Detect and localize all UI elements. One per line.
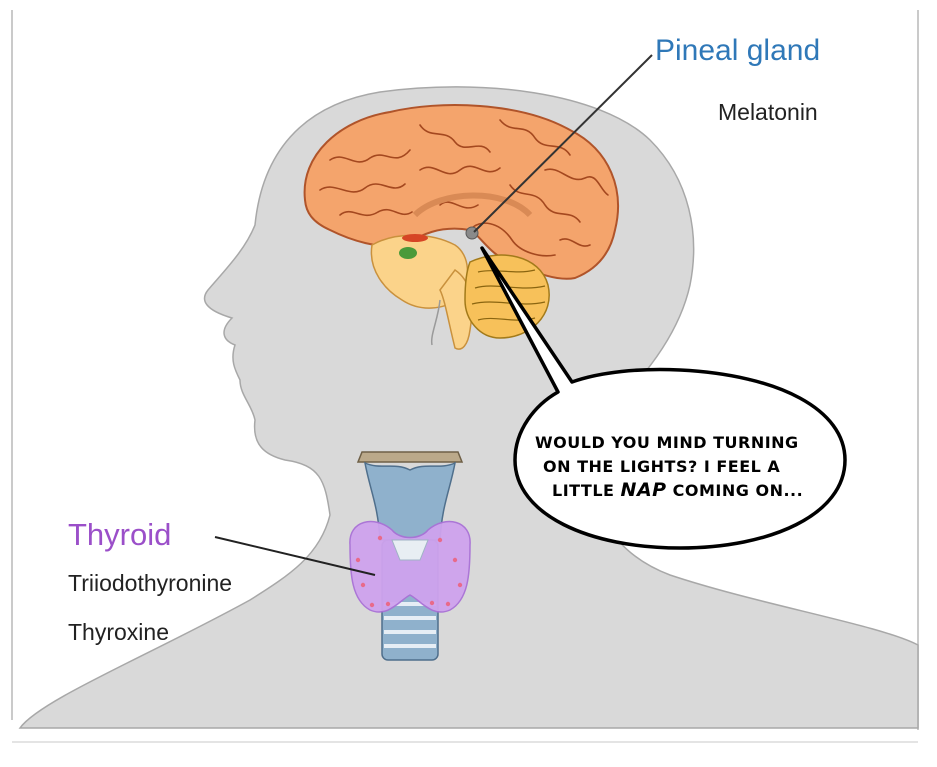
thyroid-hormone-1: Triiodothyronine [68,570,232,596]
hypothalamus [402,234,428,242]
bubble-line-1: WOULD YOU MIND TURNING [535,433,799,452]
bubble-line-3-start: LITTLE [552,481,621,500]
thyroid-hormone-2: Thyroxine [68,619,169,645]
bubble-line-2: ON THE LIGHTS? I FEEL A [543,457,780,476]
pituitary [399,247,417,259]
pineal-title: Pineal gland [655,34,820,67]
pineal-hormone: Melatonin [718,99,818,125]
bubble-line-3-end: COMING ON... [667,481,804,500]
bubble-line-3: LITTLE NAP COMING ON... [552,479,803,501]
bubble-nap-emphasis: NAP [621,479,667,501]
thyroid-title: Thyroid [68,517,171,552]
hyoid-cartilage [358,452,462,462]
